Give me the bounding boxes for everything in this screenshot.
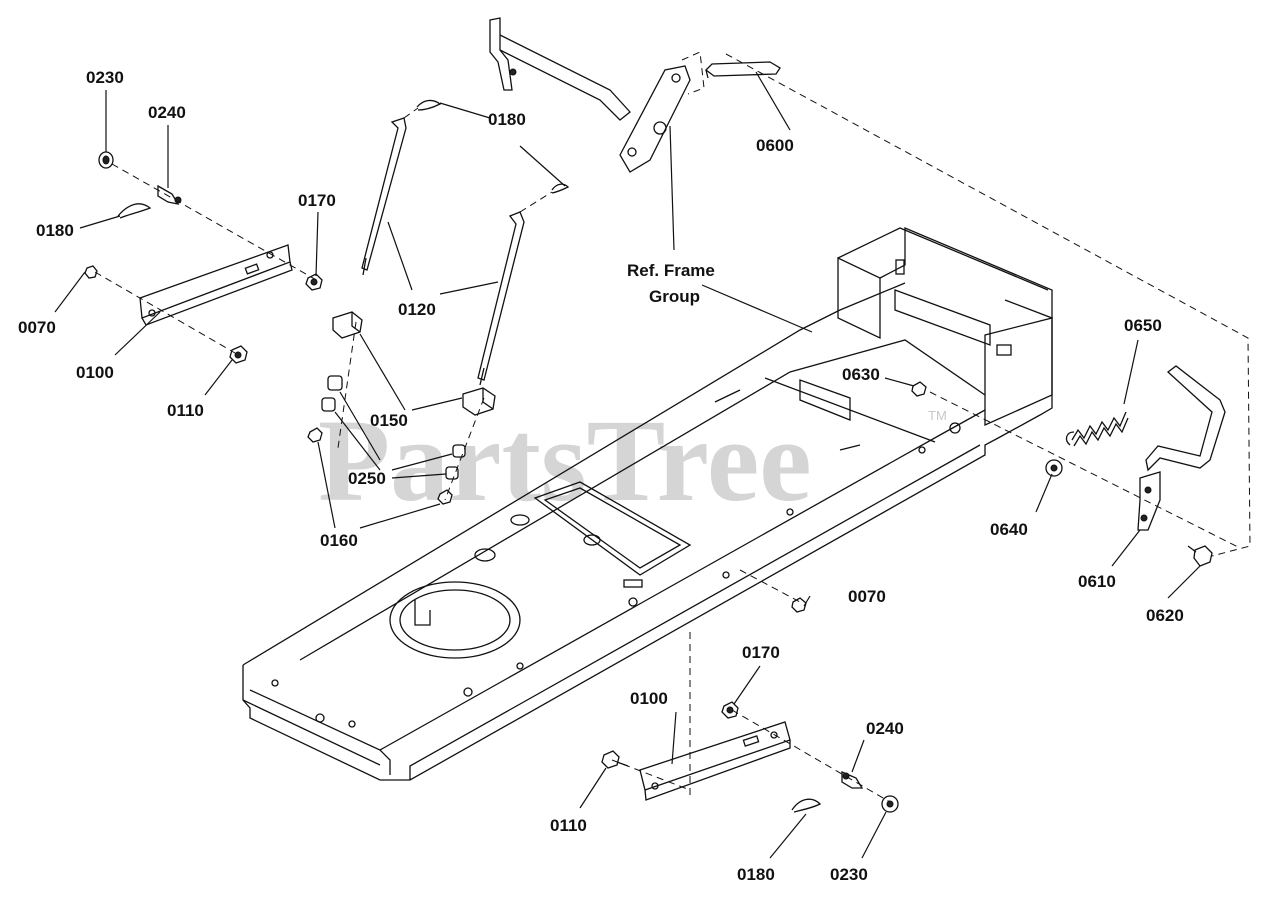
callout-0240-top: 0240 [148,103,186,122]
callout-0230-bottom: 0230 [830,865,868,884]
nuts-0160 [307,427,453,505]
leader-lines [54,71,1201,859]
bolt-0620 [1187,545,1213,567]
callout-0250: 0250 [348,469,386,488]
hairpin-0180-left [117,203,152,219]
nut-0170-top [305,273,323,291]
callout-0180-left: 0180 [36,221,74,240]
hairpin-0180-bottom [791,798,822,813]
callout-0160: 0160 [320,531,358,550]
hairpin-0180-upper [416,99,570,194]
rod-0600 [705,61,781,79]
callout-0610: 0610 [1078,572,1116,591]
hanger-bracket-left [139,244,293,326]
callout-labels: 0230 0240 0180 0170 0070 0100 0110 0180 … [18,68,1184,884]
spacers-0250 [321,375,466,480]
spring-0650 [1065,411,1129,447]
trunnion-0150-lower [462,387,496,416]
lift-rod-0120-right [477,211,525,386]
bolt-0110-bottom [601,750,629,769]
bolt-0110-left [229,345,248,364]
watermark: PartsTree TM [318,395,947,526]
callout-0180-upper: 0180 [488,110,526,129]
ref-frame-label-line2: Group [649,287,700,306]
callout-0240-bottom: 0240 [866,719,904,738]
callout-0180-bottom: 0180 [737,865,775,884]
callout-0110-bottom: 0110 [550,816,587,835]
trunnion-0150-upper [332,311,363,339]
callout-0170-bottom: 0170 [742,643,780,662]
callout-0070-left: 0070 [18,318,56,337]
callout-0630: 0630 [842,365,880,384]
callout-0170-top: 0170 [298,191,336,210]
nut-0640 [1045,459,1063,477]
pin-0240-top [157,184,182,205]
callout-0640: 0640 [990,520,1028,539]
callout-0600: 0600 [756,136,794,155]
lift-lever-ref [489,17,691,173]
nut-0630 [911,381,927,397]
callout-0070-mid: 0070 [848,587,886,606]
ref-frame-label-line1: Ref. Frame [627,261,715,280]
callout-0100-bottom: 0100 [630,689,668,708]
watermark-trademark: TM [928,408,947,423]
nut-0170-bottom [721,701,739,719]
hanger-bracket-right [639,721,791,801]
nut-0070-mid [791,597,807,613]
callout-0650: 0650 [1124,316,1162,335]
callout-0120: 0120 [398,300,436,319]
callout-0620: 0620 [1146,606,1184,625]
callout-0230-top: 0230 [86,68,124,87]
assembly-lines [94,51,1251,803]
nut-0070-left [84,265,98,279]
washer-0230-top [98,151,114,169]
callout-0100-left: 0100 [76,363,114,382]
main-frame [242,227,1053,781]
lift-rod-0120-left [361,117,407,276]
callout-0110-left: 0110 [167,401,204,420]
washer-0230-bottom [881,795,899,813]
handle-0610 [1137,365,1226,531]
callout-0150: 0150 [370,411,408,430]
